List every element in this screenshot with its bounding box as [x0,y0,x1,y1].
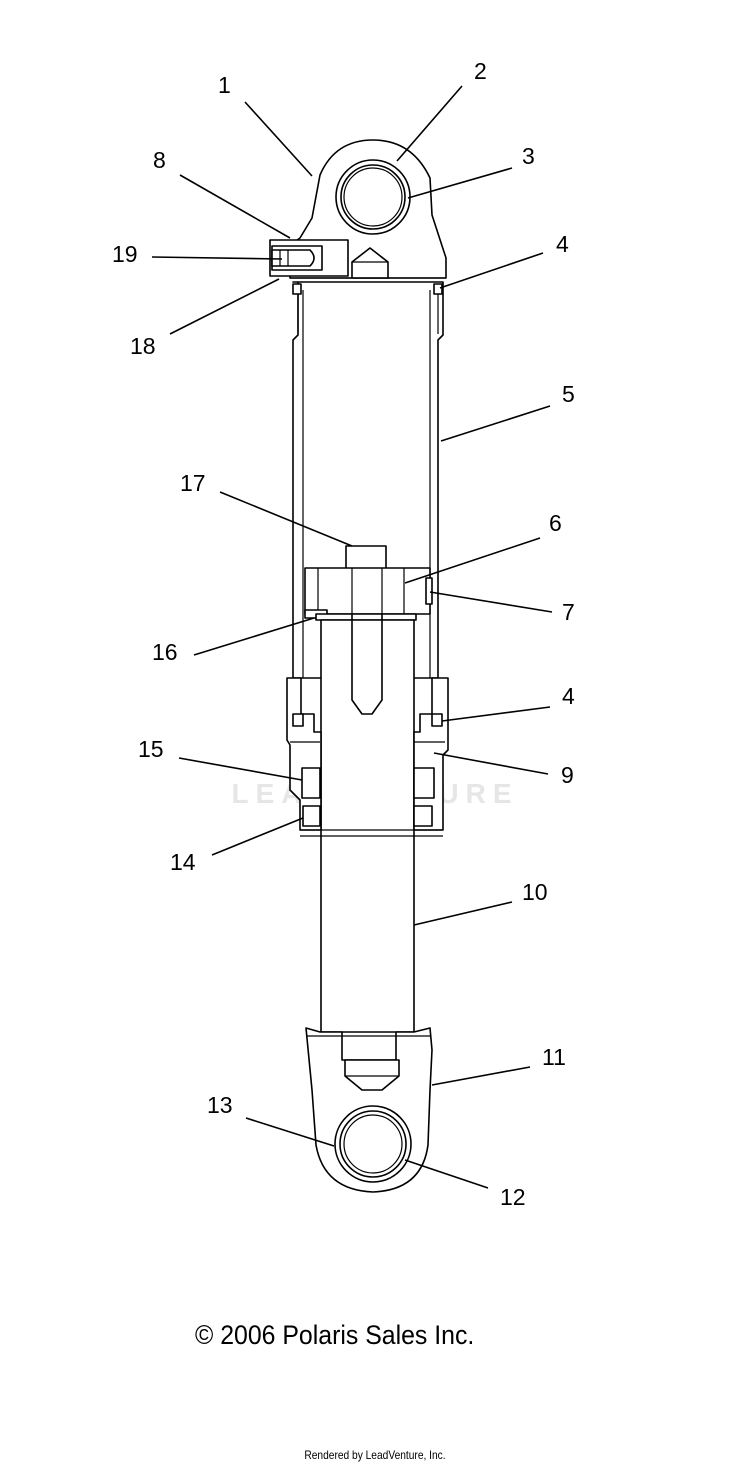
callout-16: 16 [152,639,178,665]
callout-8: 8 [153,147,166,173]
wiper-right [413,805,433,827]
callout-11: 11 [542,1044,566,1070]
callout-17: 17 [180,470,206,496]
callout-19: 19 [112,241,138,267]
callout-labels: 1 2 3 4 5 6 7 8 19 18 17 16 4 15 9 14 10… [112,58,575,1210]
callout-1: 1 [218,72,231,98]
piston [304,567,431,615]
callout-12: 12 [500,1184,526,1210]
seal-head [286,677,449,837]
piston-washer [315,613,417,621]
callout-15: 15 [138,736,164,762]
callout-4-bottom: 4 [562,683,575,709]
piston-assembly [304,545,433,621]
callout-10: 10 [522,879,548,905]
top-o-ring-left [292,283,302,295]
lower-o-ring-left [292,713,304,727]
callout-2: 2 [474,58,487,84]
shaft-seal-right [413,767,435,799]
rendered-by-footer: Rendered by LeadVenture, Inc. [304,1448,446,1462]
leader-lines [151,85,553,1189]
bottom-eye [305,1027,433,1193]
callout-7: 7 [562,599,575,625]
wiper-left [302,805,321,827]
piston-ring [425,577,433,605]
callout-4-top: 4 [556,231,569,257]
top-bushing-sleeve [340,164,406,230]
shaft [320,614,415,1033]
bottom-bushing-sleeve [339,1110,407,1178]
callout-6: 6 [549,510,562,536]
callout-3: 3 [522,143,535,169]
top-o-ring-right [433,283,443,295]
copyright-notice: © 2006 Polaris Sales Inc. [195,1320,475,1350]
callout-14: 14 [170,849,196,875]
callout-9: 9 [561,762,574,788]
callout-13: 13 [207,1092,233,1118]
lower-o-ring-right [431,713,443,727]
top-eye-cap [269,139,447,279]
callout-18: 18 [130,333,156,359]
shaft-seal-left [301,767,321,799]
callout-5: 5 [562,381,575,407]
